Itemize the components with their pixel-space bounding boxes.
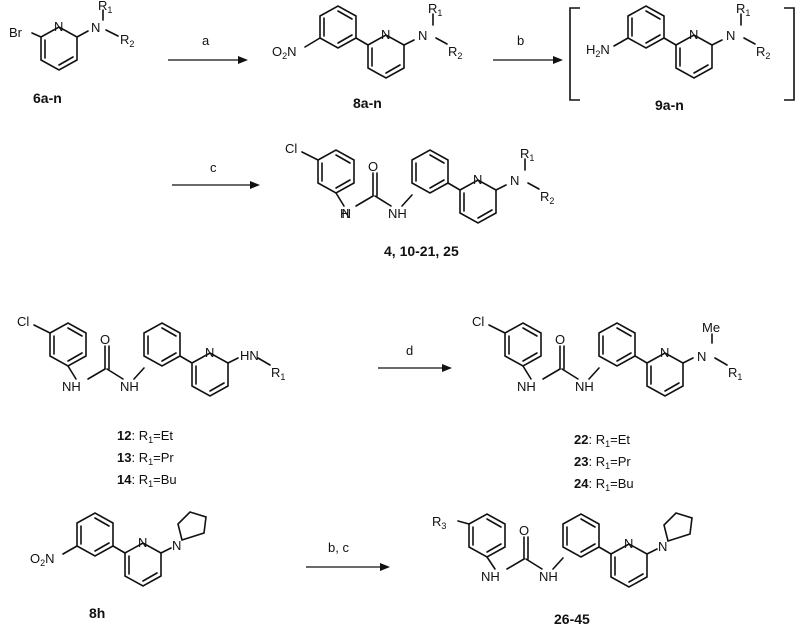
r1-group: R1 (98, 0, 112, 15)
pyridine-nitrogen: N (205, 345, 214, 360)
r2-group: R2 (756, 44, 770, 61)
pyridine-nitrogen: N (381, 27, 390, 42)
reagent-c: c (210, 160, 217, 175)
structure-tertiary-amine-ureas: Cl O NH NH N N Me R1 (472, 314, 742, 397)
urea-nh-right: NH (539, 569, 558, 584)
r2-group: R2 (540, 189, 554, 206)
r2-group: R2 (448, 44, 462, 61)
urea-nh-right: NH (388, 206, 407, 221)
r2-group: R2 (120, 32, 134, 49)
chlorine-atom: Cl (17, 314, 29, 329)
label-23: 23: R1=Pr (574, 454, 631, 471)
bromine-atom: Br (9, 25, 23, 40)
structure-urea-series-4: Cl O NH NH N N R1 R2 (285, 141, 554, 224)
label-12: 12: R1=Et (117, 428, 173, 445)
arrowhead (238, 56, 248, 64)
right-compound-labels: 22: R1=Et 23: R1=Pr 24: R1=Bu (574, 432, 634, 493)
structure-9a-n: H2N N N R1 R2 (586, 1, 770, 79)
structure-26-45: R3 O NH NH N N (432, 512, 693, 588)
methyl-group: Me (702, 320, 720, 335)
amine-nitrogen: N (418, 28, 427, 43)
urea-nh-left: NH (517, 379, 536, 394)
reagent-d: d (406, 343, 413, 358)
r1-group: R1 (736, 1, 750, 18)
pyridine-nitrogen: N (473, 172, 482, 187)
arrowhead (442, 364, 452, 372)
pyridine-nitrogen: N (54, 19, 63, 34)
r1-group: R1 (428, 1, 442, 18)
pyridine-nitrogen: N (624, 536, 633, 551)
bracket-right (784, 7, 795, 101)
carbonyl-oxygen: O (519, 523, 529, 538)
compound-label-8h: 8h (89, 605, 105, 621)
structure-6a-n: Br N N R1 R2 (9, 0, 134, 71)
reagent-a: a (202, 33, 210, 48)
compound-label-6a-n: 6a-n (33, 90, 62, 106)
compound-label-4-10-21-25: 4, 10-21, 25 (384, 243, 459, 259)
compound-label-8a-n: 8a-n (353, 95, 382, 111)
chlorine-atom: Cl (472, 314, 484, 329)
arrowhead (553, 56, 563, 64)
urea-nh-left: NH (481, 569, 500, 584)
r3-substituent: R3 (432, 514, 446, 531)
urea-nh-left: NH (62, 379, 81, 394)
urea-nh-right: NH (575, 379, 594, 394)
urea-nh-right: NH (120, 379, 139, 394)
left-compound-labels: 12: R1=Et 13: R1=Pr 14: R1=Bu (117, 428, 177, 489)
carbonyl-oxygen: O (555, 332, 565, 347)
reagent-b: b (517, 33, 524, 48)
pyrrolidine-nitrogen: N (172, 538, 181, 553)
amine-nitrogen: N (697, 349, 706, 364)
amine-nitrogen: N (510, 173, 519, 188)
label-24: 24: R1=Bu (574, 476, 634, 493)
amino-group: H2N (586, 42, 610, 59)
nitro-group: O2N (30, 551, 55, 568)
label-22: 22: R1=Et (574, 432, 630, 449)
compound-label-9a-n: 9a-n (655, 97, 684, 113)
r1-group: R1 (520, 146, 534, 163)
pyrrolidine-nitrogen: N (658, 539, 667, 554)
label-14: 14: R1=Bu (117, 472, 177, 489)
arrowhead (380, 563, 390, 571)
compound-label-26-45: 26-45 (554, 611, 590, 627)
structure-secondary-amine-ureas: Cl O NH NH N HN R1 (17, 314, 285, 397)
reagent-bc: b, c (328, 540, 349, 555)
bracket-left (569, 7, 580, 101)
structure-8h: O2N N N (30, 511, 207, 587)
r1-group: R1 (728, 365, 742, 382)
arrowhead (250, 181, 260, 189)
amine-nitrogen: N (726, 28, 735, 43)
urea-nh-left: NH (340, 206, 351, 221)
pyridine-nitrogen: N (138, 535, 147, 550)
amine-nitrogen: N (91, 20, 100, 35)
pyridine-nitrogen: N (689, 27, 698, 42)
amine-nh: HN (240, 348, 259, 363)
carbonyl-oxygen: O (368, 159, 378, 174)
nitro-group: O2N (272, 44, 297, 61)
label-13: 13: R1=Pr (117, 450, 174, 467)
chlorine-atom: Cl (285, 141, 297, 156)
carbonyl-oxygen: O (100, 332, 110, 347)
pyridine-nitrogen: N (660, 345, 669, 360)
r1-group: R1 (271, 365, 285, 382)
structure-8a-n: O2N N N R1 R2 (272, 1, 462, 79)
